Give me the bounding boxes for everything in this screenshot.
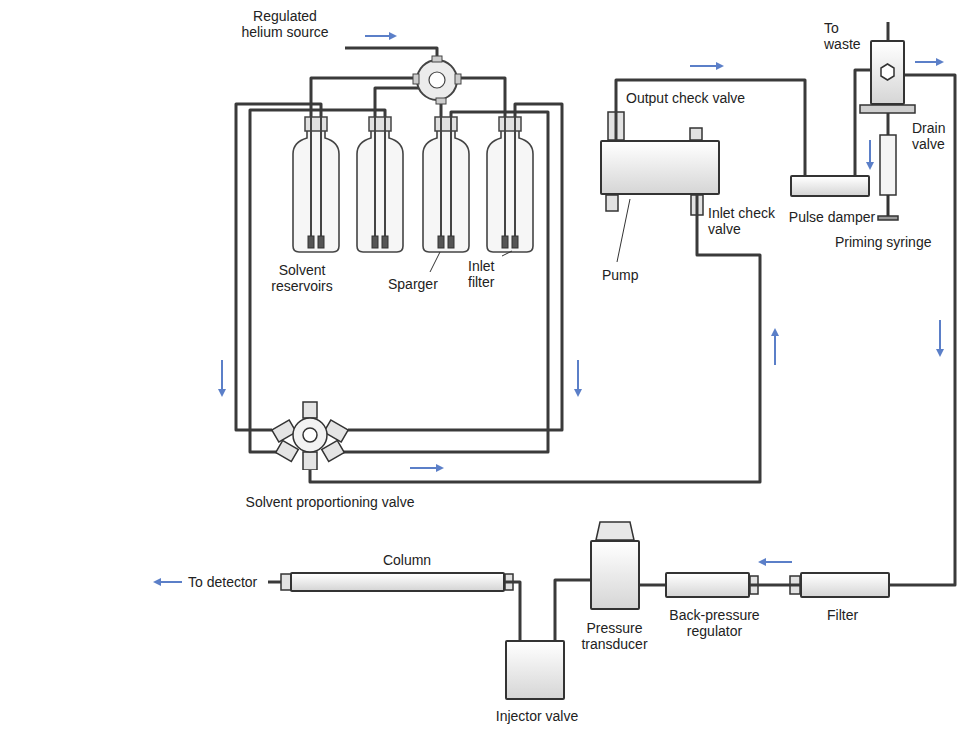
part-label: Inlet check valve: [708, 205, 786, 237]
fittings: [281, 105, 915, 594]
valve-outline: [270, 400, 350, 470]
part-label: Column: [377, 552, 437, 568]
part-label: Output check valve: [626, 90, 751, 106]
pulse-damper: Pulse damper: [790, 175, 870, 197]
part-label: Pressure transducer: [572, 620, 657, 652]
part-label: Filter: [827, 607, 867, 623]
flow-arrows: [155, 36, 942, 582]
valve-knob: [872, 42, 903, 103]
part-label: Back-pressure regulator: [662, 607, 767, 639]
solvent-reservoirs: [293, 117, 533, 252]
leader-lines: [430, 199, 630, 272]
pump-fitting: [606, 195, 618, 211]
pump-fitting: [690, 128, 702, 140]
filter: Filter: [800, 572, 890, 598]
part-label: Drain valve: [912, 120, 954, 152]
part-label: Solvent proportioning valve: [205, 494, 455, 510]
part-label: Solvent reservoirs: [262, 262, 342, 294]
tubing-connector: [555, 580, 590, 640]
part-label: Pulse damper: [787, 209, 877, 225]
part-label: Injector valve: [482, 708, 592, 724]
pump: Pump: [600, 140, 720, 195]
tubing-connector: [890, 75, 955, 585]
tubing-connector: [310, 195, 760, 482]
tubing-connector: [640, 584, 665, 587]
column: Column: [290, 572, 505, 592]
drain-valve: Drain valve: [870, 40, 905, 105]
tubing-connector: [505, 582, 520, 640]
pressure-transducer: Pressure transducer: [590, 540, 640, 610]
back-pressure-regulator: Back-pressure regulator: [665, 572, 750, 598]
priming-syringe: [880, 135, 896, 195]
tubing-connector: [855, 70, 870, 175]
proportioning-valve: Solvent proportioning valve: [270, 400, 350, 470]
part-label: To waste: [824, 20, 868, 52]
part-label: Pump: [602, 267, 642, 283]
tubing-connector: [750, 584, 800, 587]
helium-distributor: [413, 56, 461, 104]
part-label: Regulated helium source: [235, 8, 335, 40]
part-label: Sparger: [388, 276, 443, 292]
transducer-head: [596, 522, 634, 540]
drain-valve-base: [860, 105, 915, 113]
part-label: Inlet filter: [468, 258, 512, 290]
part-label: To detector: [188, 574, 268, 590]
injector-valve: Injector valve: [505, 640, 565, 700]
part-label: Priming syringe: [835, 234, 950, 250]
